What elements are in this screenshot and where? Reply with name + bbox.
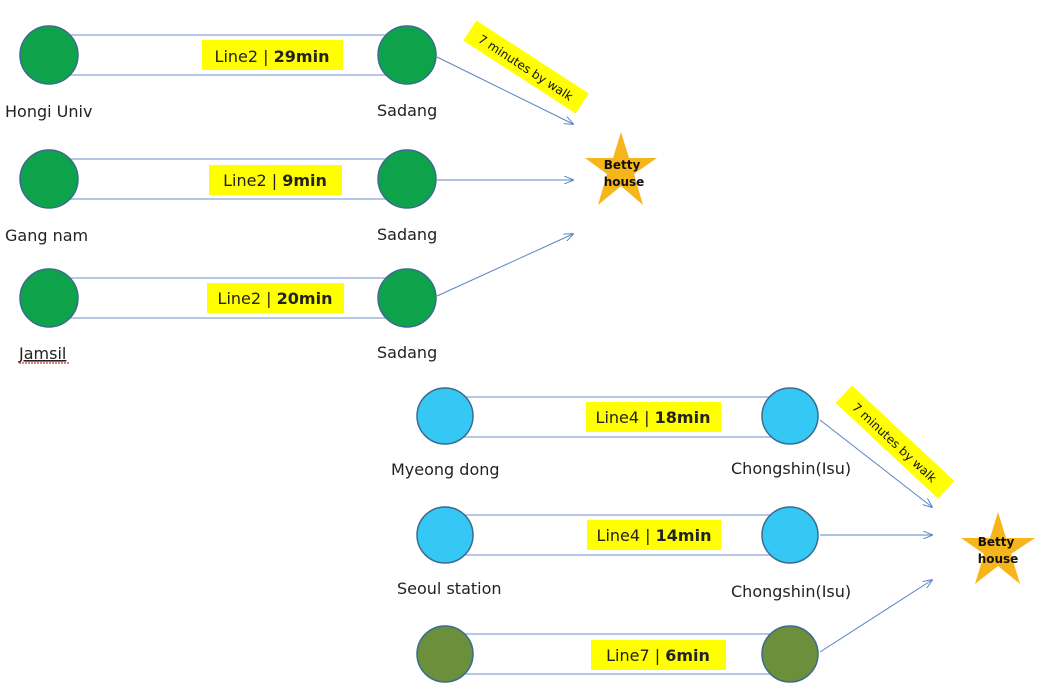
station-label-destination: Sadang bbox=[377, 225, 437, 244]
walk-note: 7 minutes by walk bbox=[463, 20, 589, 114]
line-badge-text: Line2 | 20min bbox=[218, 289, 333, 308]
station-label-destination: Sadang bbox=[377, 343, 437, 362]
station-circle-origin bbox=[416, 387, 474, 445]
destination-label-line2: house bbox=[604, 175, 645, 189]
station-circle-origin bbox=[416, 625, 474, 683]
station-circle-chongshin bbox=[761, 506, 819, 564]
destination-betty-house-2: Betty house bbox=[961, 512, 1035, 584]
route-myeong-dong: Line4 | 18min Myeong dong Chongshin(Isu) bbox=[391, 387, 851, 479]
route-gang-nam: Line2 | 9min Gang nam Sadang bbox=[5, 149, 437, 245]
station-circle-origin bbox=[19, 25, 79, 85]
walk-note-text: 7 minutes by walk bbox=[476, 32, 576, 104]
walk-note-badge bbox=[835, 385, 955, 499]
destination-betty-house-1: Betty house bbox=[585, 132, 657, 205]
line-badge-text: Line4 | 18min bbox=[596, 408, 711, 427]
route-line7: Line7 | 6min bbox=[416, 625, 819, 683]
station-circle-origin bbox=[19, 149, 79, 209]
line-badge bbox=[586, 402, 721, 432]
station-label-destination: Chongshin(Isu) bbox=[731, 582, 851, 601]
station-circle-origin bbox=[19, 268, 79, 328]
route-seoul-station: Line4 | 14min Seoul station Chongshin(Is… bbox=[397, 506, 851, 601]
station-label-destination: Chongshin(Isu) bbox=[731, 459, 851, 478]
station-label-origin: Myeong dong bbox=[391, 460, 500, 479]
station-label-origin: Hongi Univ bbox=[5, 102, 92, 121]
line-badge-text: Line2 | 29min bbox=[215, 47, 330, 66]
walk-note-text: 7 minutes by walk bbox=[849, 400, 939, 485]
destination-label-line1: Betty bbox=[978, 535, 1015, 549]
line-badge-text: Line2 | 9min bbox=[223, 171, 327, 190]
connectors-group-2: 7 minutes by walk bbox=[819, 385, 955, 653]
walk-note-badge bbox=[463, 20, 589, 114]
star-icon bbox=[961, 512, 1035, 584]
destination-label-line2: house bbox=[978, 552, 1019, 566]
connector-arrow bbox=[819, 580, 932, 653]
walk-note: 7 minutes by walk bbox=[835, 385, 955, 499]
line-badge bbox=[587, 520, 721, 550]
station-circle-sadang bbox=[377, 268, 437, 328]
connector-arrow bbox=[436, 234, 573, 297]
station-circle-origin bbox=[416, 506, 474, 564]
star-icon bbox=[585, 132, 657, 205]
station-label-origin: Gang nam bbox=[5, 226, 88, 245]
walk-arrow bbox=[436, 56, 573, 124]
line-badge bbox=[591, 640, 726, 670]
station-circle-chongshin bbox=[761, 625, 819, 683]
line-badge bbox=[207, 283, 344, 313]
line-badge bbox=[202, 40, 343, 70]
line-badge-text: Line4 | 14min bbox=[597, 526, 712, 545]
station-circle-chongshin bbox=[761, 387, 819, 445]
line-badge bbox=[209, 165, 342, 195]
route-jamsil: Line2 | 20min Jamsil Sadang bbox=[18, 268, 437, 364]
station-label-destination: Sadang bbox=[377, 101, 437, 120]
station-label-origin: Seoul station bbox=[397, 579, 502, 598]
destination-label-line1: Betty bbox=[604, 158, 641, 172]
station-circle-sadang bbox=[377, 149, 437, 209]
walk-arrow bbox=[819, 419, 932, 507]
station-circle-sadang bbox=[377, 25, 437, 85]
station-label-origin: Jamsil bbox=[18, 344, 66, 363]
route-hongi-univ: Line2 | 29min Hongi Univ Sadang bbox=[5, 25, 437, 121]
connectors-group-1: 7 minutes by walk bbox=[436, 20, 589, 297]
line-badge-text: Line7 | 6min bbox=[606, 646, 710, 665]
